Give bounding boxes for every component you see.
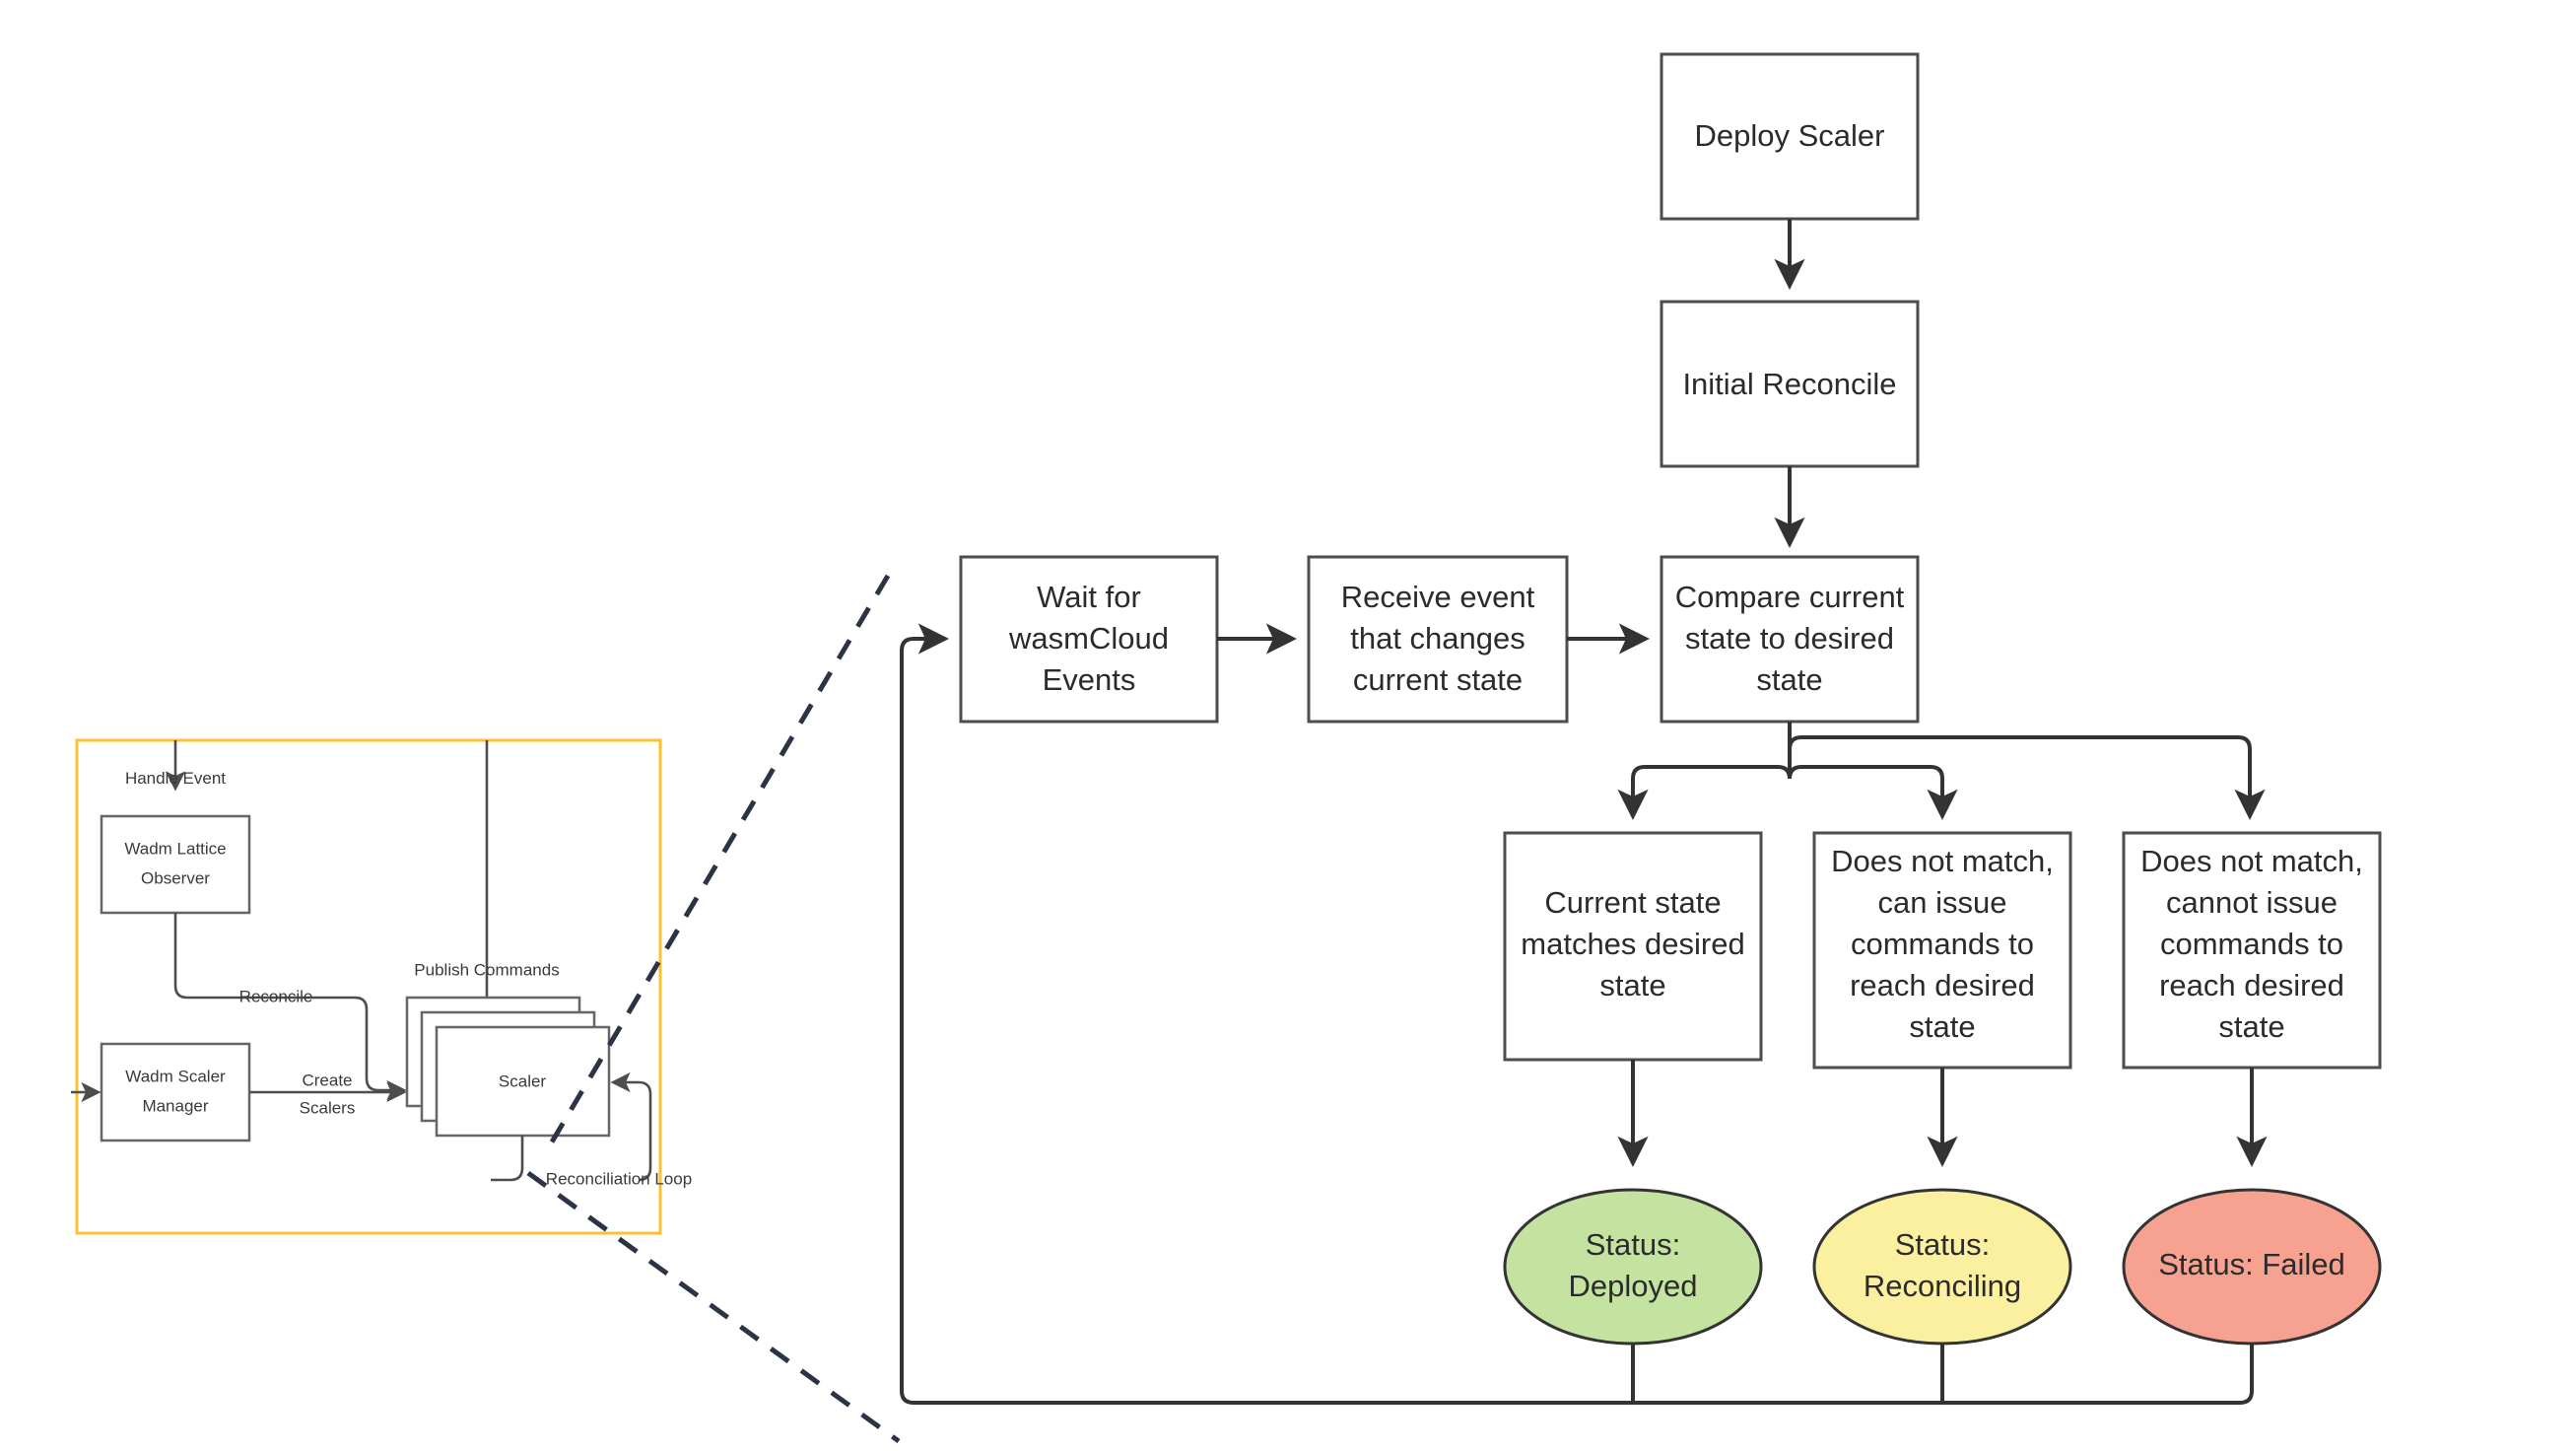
node-label-compare-state-line1: Compare current <box>1675 580 1905 614</box>
edge-compare-to-cannot-issue <box>1788 735 2266 821</box>
detail-flowchart: Deploy Scaler Initial Reconcile Wait for… <box>900 52 2382 1405</box>
node-label-compare-state-line2: state to desired <box>1685 621 1894 656</box>
edge-label-reconciliation-loop: Reconciliation Loop <box>546 1169 692 1188</box>
node-label-wadm-lattice-observer-line2: Observer <box>141 868 210 887</box>
node-label-cannot-issue-line4: reach desired <box>2159 968 2344 1002</box>
node-deploy-scaler[interactable] <box>1660 52 1920 221</box>
node-wait-for-events[interactable] <box>959 555 1219 724</box>
edge-compare-to-state-matches <box>1617 765 1792 821</box>
node-label-can-issue-line4: reach desired <box>1850 968 2035 1002</box>
node-label-can-issue-line2: can issue <box>1878 885 2007 920</box>
node-status-deployed[interactable] <box>1503 1188 1763 1346</box>
dashed-connector-bottom <box>526 1170 901 1444</box>
edge-compare-to-can-issue <box>1788 765 1958 821</box>
node-label-status-reconciling-line2: Reconciling <box>1864 1269 2021 1303</box>
node-wadm-scaler-manager[interactable] <box>100 1042 251 1142</box>
node-label-compare-state-line3: state <box>1756 662 1822 697</box>
node-label-wait-for-events-line2: wasmCloud <box>1008 621 1169 656</box>
node-label-status-failed: Status: Failed <box>2158 1247 2345 1281</box>
node-label-state-matches-line3: state <box>1599 968 1665 1002</box>
overview-group: Handle Event Wadm Lattice Observer Recon… <box>71 738 692 1235</box>
edge-label-handle-event: Handle Event <box>125 769 226 788</box>
node-label-initial-reconcile: Initial Reconcile <box>1682 367 1896 401</box>
edge-reconciliation-loop-in <box>610 1071 652 1182</box>
overview-group-frame <box>75 738 662 1235</box>
edge-reconciliation-loop-out <box>491 1136 524 1182</box>
node-no-match-cannot-issue[interactable] <box>2122 831 2382 1070</box>
node-label-cannot-issue-line1: Does not match, <box>2140 844 2363 878</box>
dashed-connector-top <box>541 574 891 1157</box>
node-initial-reconcile[interactable] <box>1660 300 1920 468</box>
node-label-deploy-scaler: Deploy Scaler <box>1695 118 1885 153</box>
edge-label-create-scalers-line2: Scalers <box>300 1098 356 1117</box>
edge-label-publish-commands: Publish Commands <box>414 960 559 979</box>
node-label-cannot-issue-line2: cannot issue <box>2166 885 2338 920</box>
node-label-state-matches-line1: Current state <box>1544 885 1721 920</box>
edge-failed-down <box>1942 1344 2254 1405</box>
node-label-can-issue-line1: Does not match, <box>1831 844 2054 878</box>
node-label-wadm-scaler-manager-line1: Wadm Scaler <box>125 1067 226 1085</box>
edge-feedback-loop-to-wait <box>900 623 1942 1405</box>
node-label-wait-for-events-line1: Wait for <box>1037 580 1141 614</box>
node-label-wadm-lattice-observer-line1: Wadm Lattice <box>124 839 226 858</box>
node-label-wait-for-events-line3: Events <box>1043 662 1136 697</box>
node-scaler-stack-front[interactable] <box>435 1025 611 1138</box>
node-label-receive-event-line3: current state <box>1353 662 1523 697</box>
node-label-wadm-scaler-manager-line2: Manager <box>142 1096 208 1115</box>
node-label-status-deployed-line2: Deployed <box>1569 1269 1698 1303</box>
node-compare-state[interactable] <box>1660 555 1920 724</box>
node-label-can-issue-line3: commands to <box>1851 927 2034 961</box>
node-label-cannot-issue-line5: state <box>2218 1009 2284 1044</box>
node-state-matches[interactable] <box>1503 831 1763 1062</box>
edge-label-create-scalers-line1: Create <box>302 1071 352 1089</box>
node-label-scaler: Scaler <box>499 1071 547 1090</box>
node-label-status-reconciling-line1: Status: <box>1895 1227 1991 1262</box>
edge-reconcile <box>173 913 407 1101</box>
node-label-cannot-issue-line3: commands to <box>2160 927 2343 961</box>
node-label-status-deployed-line1: Status: <box>1586 1227 1681 1262</box>
node-label-receive-event-line2: that changes <box>1350 621 1525 656</box>
node-label-state-matches-line2: matches desired <box>1521 927 1744 961</box>
edge-label-reconcile: Reconcile <box>239 987 313 1005</box>
node-receive-event[interactable] <box>1307 555 1569 724</box>
node-label-can-issue-line5: state <box>1909 1009 1975 1044</box>
node-label-receive-event-line1: Receive event <box>1341 580 1535 614</box>
node-wadm-lattice-observer[interactable] <box>100 814 251 915</box>
node-status-reconciling[interactable] <box>1812 1188 2072 1346</box>
node-no-match-can-issue[interactable] <box>1812 831 2072 1070</box>
